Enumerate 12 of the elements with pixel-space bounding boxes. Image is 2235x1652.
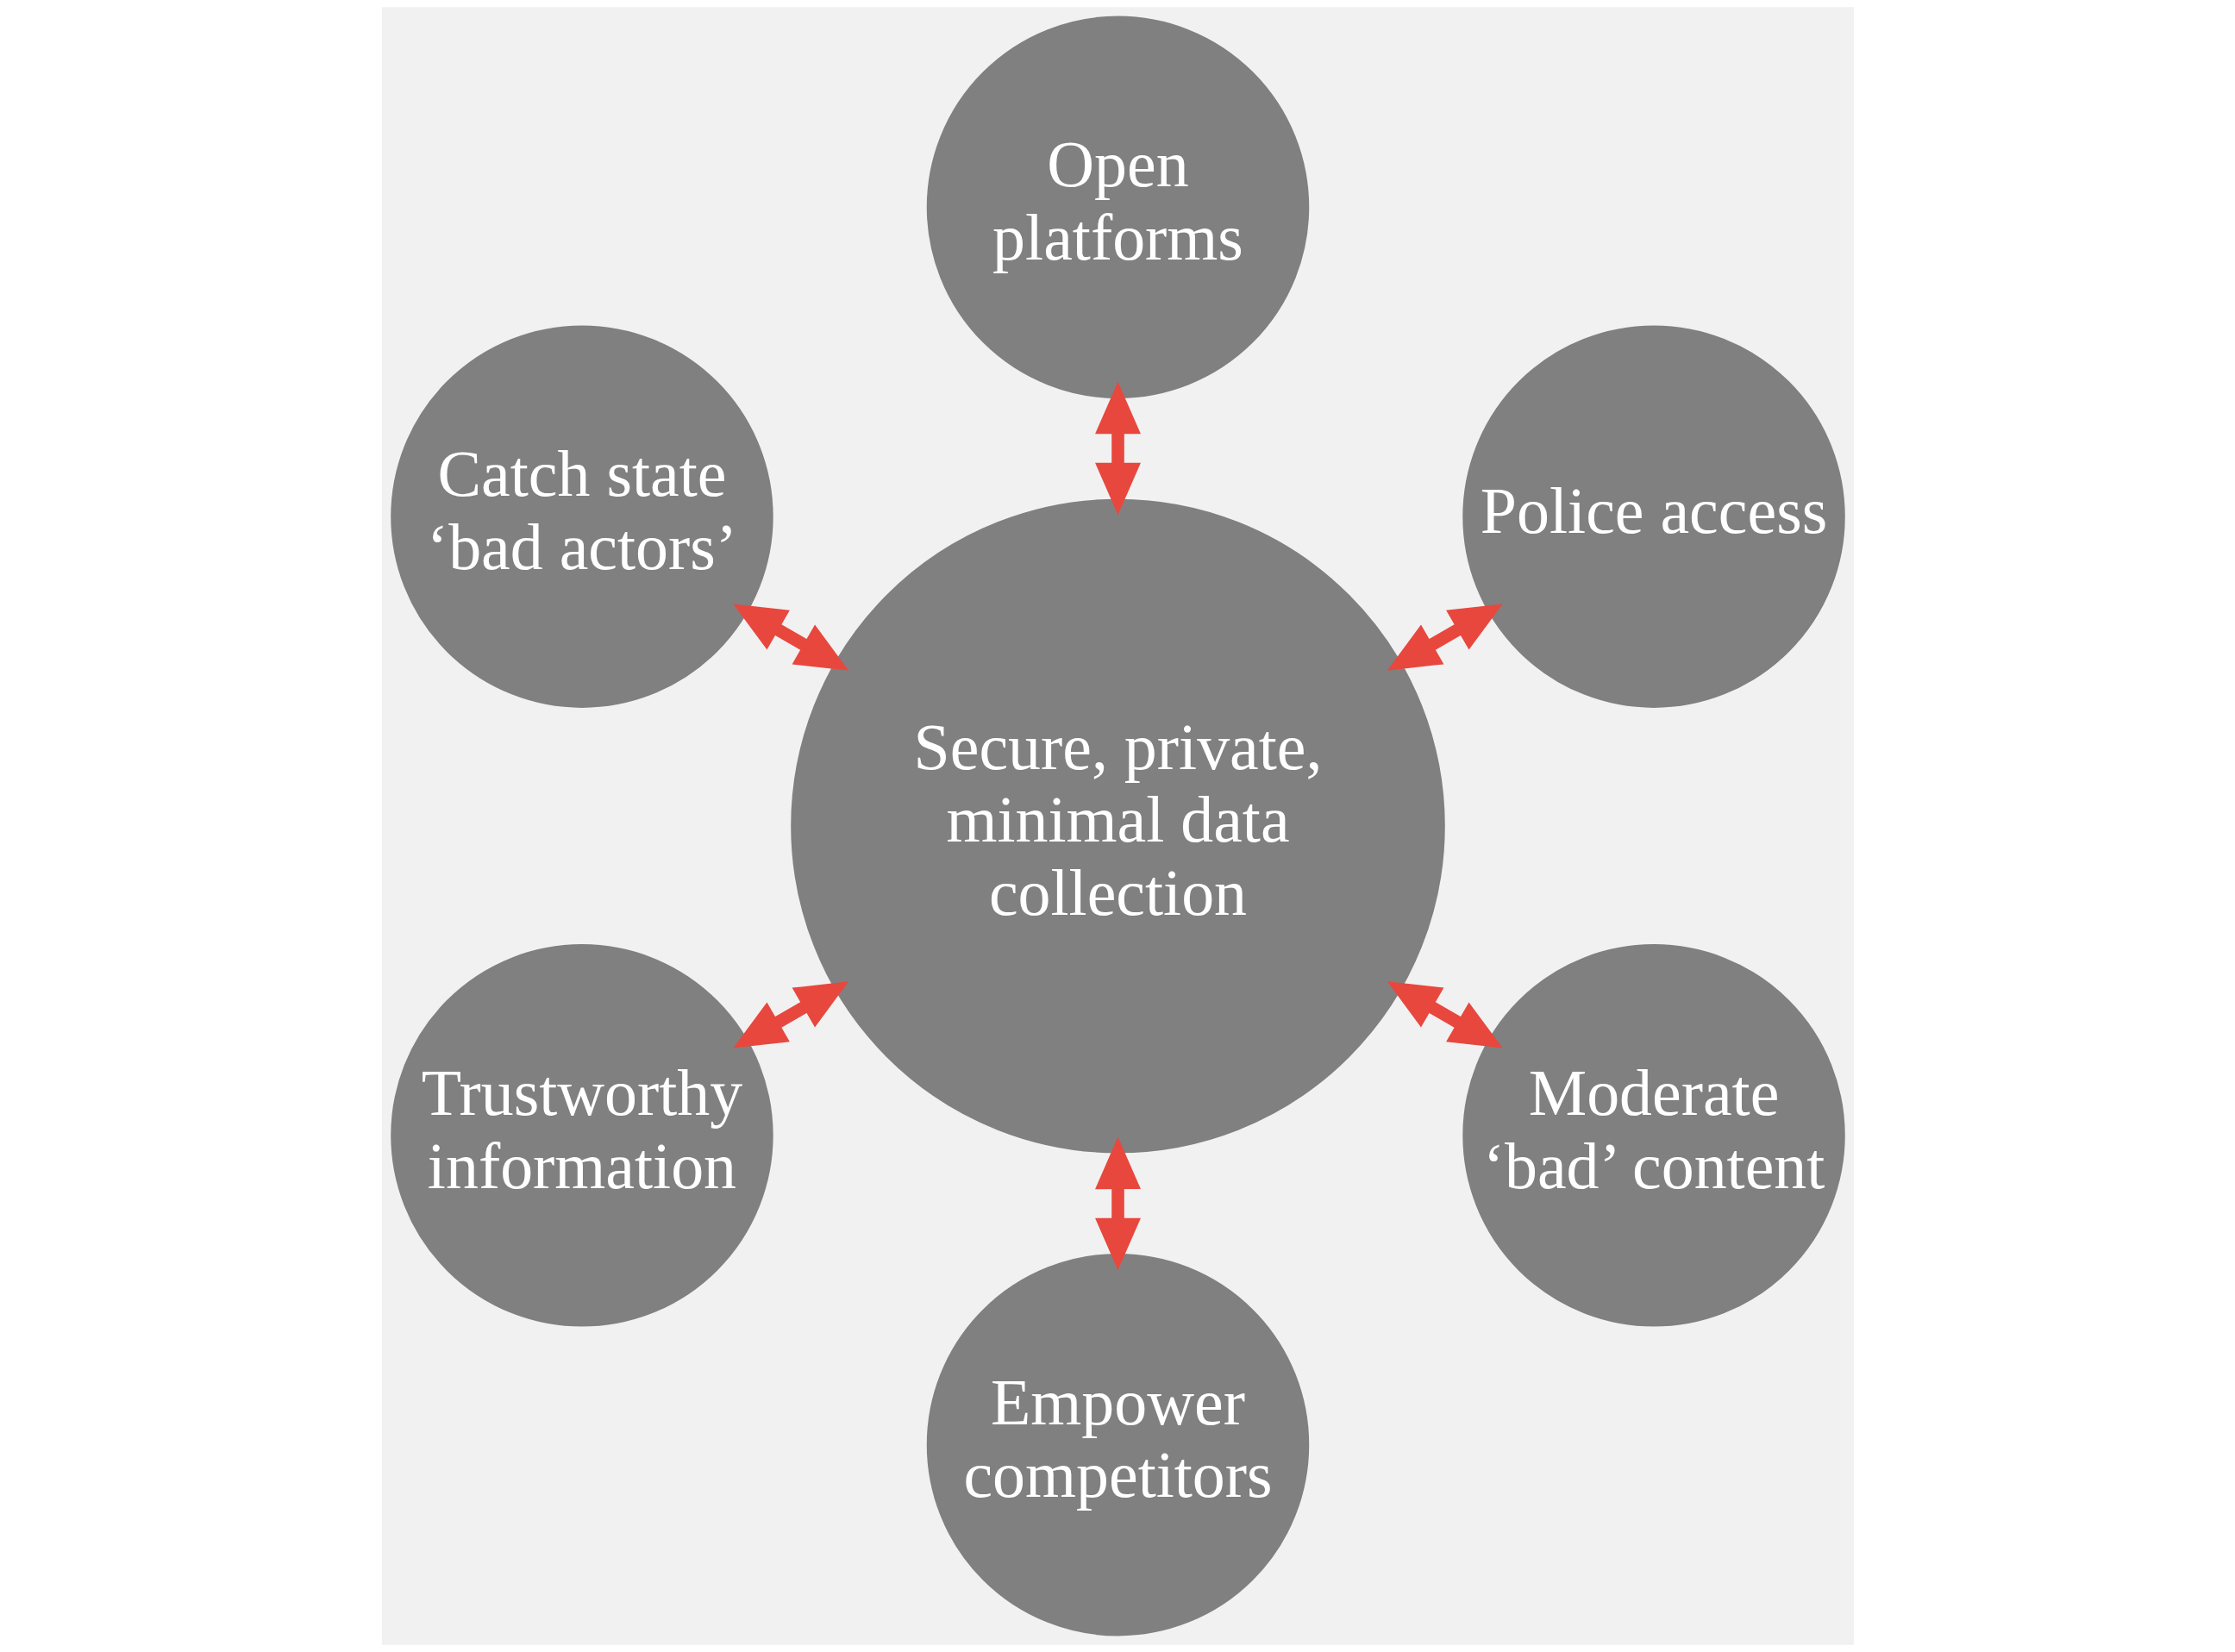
arrow bbox=[1094, 1136, 1141, 1271]
node-circle: Police access bbox=[1462, 325, 1845, 708]
arrow bbox=[1387, 604, 1503, 671]
node-circle: Empower competitors bbox=[926, 1253, 1309, 1636]
arrow bbox=[732, 604, 848, 671]
arrow bbox=[1094, 381, 1141, 516]
node-circle: Trustworthy information bbox=[390, 944, 773, 1327]
arrow bbox=[732, 981, 848, 1048]
arrow bbox=[1387, 981, 1503, 1048]
node-circle: Catch state ‘bad actors’ bbox=[390, 325, 773, 708]
node-circle: Open platforms bbox=[926, 16, 1309, 399]
node-circle: Moderate ‘bad’ content bbox=[1462, 944, 1845, 1327]
